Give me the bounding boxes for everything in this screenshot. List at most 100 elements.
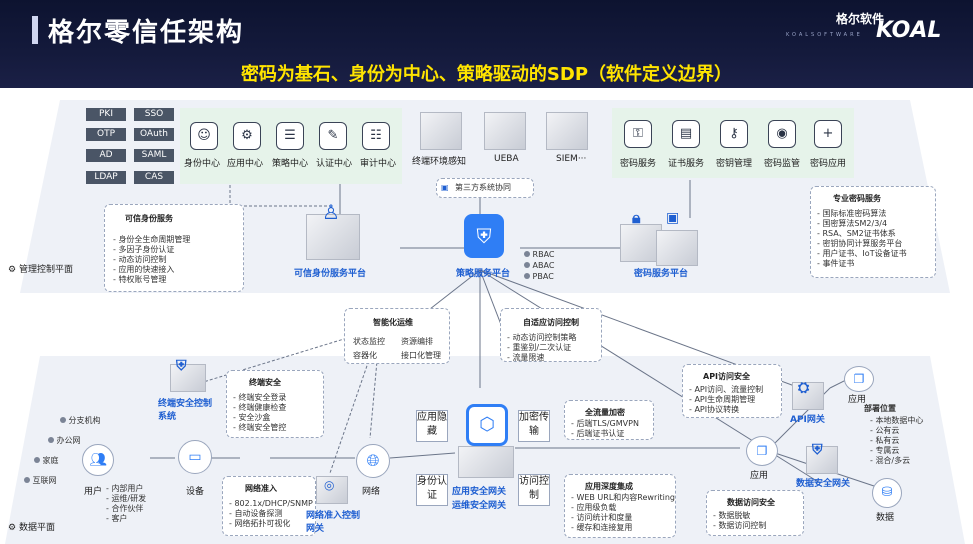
endpoint-item-2: - 终端健康检查 [233, 403, 287, 412]
app-integration-card: 应用深度集成 - WEB URL和内容Rewriting - 应用级负载 - 访… [564, 474, 676, 538]
data-access-card: 数据访问安全 - 数据脱敏 - 数据访问控制 [706, 490, 804, 536]
trusted-item-5: - 特权账号管理 [113, 275, 167, 284]
tag-pki: PKI [86, 108, 126, 121]
cert-service-icon: ▤ [672, 120, 700, 148]
trusted-item-3: - 动态访问控制 [113, 255, 167, 264]
ops-item-2: 资源编排 [401, 337, 433, 346]
ops-item-4: 接口化管理 [401, 351, 441, 360]
env-cube-ueba [484, 112, 526, 150]
netaccess-item-3: - 网络拓扑可视化 [229, 519, 291, 528]
app-item-2-text: 应用级负载 [576, 503, 617, 512]
deploy-item-4-text: 专属云 [875, 446, 900, 455]
title-accent [32, 16, 38, 44]
pro-crypto-card: 专业密码服务 - 国际标准密码算法 - 国密算法SM2/3/4 - RSA、SM… [810, 186, 936, 278]
data-gw-cube [806, 446, 838, 474]
api-gw-label: API网关 [790, 415, 825, 425]
pro-crypto-title: 专业密码服务 [833, 194, 881, 203]
crypto-supervision-label: 密码监管 [764, 159, 801, 169]
pro-item-1: - 国际标准密码算法 [817, 209, 887, 218]
database-label: 数据 [876, 513, 895, 523]
env-cube-siem [546, 112, 588, 150]
user-type-3-text: 合作伙伴 [111, 504, 144, 513]
crypto-app-icon: + [814, 120, 842, 148]
trusted-item-1: - 身份全生命周期管理 [113, 235, 191, 244]
crypto-platform-label: 密码服务平台 [634, 269, 689, 279]
pro-item-2-text: 国密算法SM2/3/4 [822, 219, 888, 228]
data-plane-text: 数据平面 [18, 523, 55, 533]
rbac-dot [524, 251, 530, 257]
netaccess-card: 网络准入 - 802.1x/DHCP/SNMP - 自动设备探测 - 网络拓扑可… [222, 476, 316, 536]
adaptive-item-3: - 流量限速 [507, 353, 545, 362]
trusted-identity-title: 可信身份服务 [125, 214, 173, 223]
pro-item-5: - 用户证书、IoT设备证书 [817, 249, 907, 258]
data-access-title: 数据访问安全 [727, 498, 775, 507]
env-cube-terminal [420, 112, 462, 150]
pro-item-6: - 事件证书 [817, 259, 855, 268]
gateway-cube [458, 446, 514, 478]
terminal-ctrl-icon: ⛨ [176, 358, 187, 374]
netaccess-item-3-text: 网络拓扑可视化 [234, 519, 291, 528]
app-cloud-label: 应用 [848, 395, 867, 405]
deploy-title: 部署位置 [864, 404, 896, 413]
identity-center-label: 身份中心 [184, 159, 221, 169]
crypto-service-label: 密码服务 [620, 159, 657, 169]
env-siem-label: SIEM··· [556, 154, 587, 164]
netaccess-item-1-text: 802.1x/DHCP/SNMP [234, 499, 313, 508]
api-gw-cube [792, 382, 824, 410]
ops-card: 智能化运维 状态监控 资源编排 容器化 接口化管理 [344, 308, 450, 364]
app-item-4-text: 缓存和连接复用 [576, 523, 633, 532]
tag-oauth: OAuth [134, 128, 174, 141]
endpoint-item-2-text: 终端健康检查 [238, 403, 287, 412]
adaptive-item-3-text: 流量限速 [512, 353, 545, 362]
endpoint-item-4: - 终端安全管控 [233, 423, 287, 432]
cert-service-label: 证书服务 [668, 159, 705, 169]
net-office-text: 办公网 [56, 436, 81, 445]
deploy-item-2-text: 公有云 [875, 426, 900, 435]
app-center-icon: ⚙ [233, 122, 261, 150]
brand-logo: KOAL [876, 18, 942, 43]
policy-pbac: PBAC [524, 272, 554, 282]
deploy-item-1: - 本地数据中心 [870, 416, 924, 425]
network-globe-icon: 🌐︎ [356, 444, 390, 478]
net-internet: 互联网 [24, 476, 57, 486]
endpoint-title: 终端安全 [249, 378, 281, 387]
deploy-item-1-text: 本地数据中心 [875, 416, 924, 425]
api-item-1: - API访问、流量控制 [689, 385, 764, 394]
crypto-supervision-icon: ◉ [768, 120, 796, 148]
deploy-item-3-text: 私有云 [875, 436, 900, 445]
user-type-2-text: 运维/研发 [111, 494, 147, 503]
app-item-4: - 缓存和连接复用 [571, 523, 633, 532]
key-mgmt-label: 密钥管理 [716, 159, 753, 169]
terminal-ctrl-cube [170, 364, 206, 392]
endpoint-item-3: - 安全沙盒 [233, 413, 271, 422]
deploy-item-5: - 混合/多云 [870, 456, 911, 465]
abac-dot [524, 262, 530, 268]
adaptive-title: 自适应访问控制 [523, 318, 579, 327]
third-party-label: 第三方系统协同 [455, 183, 511, 192]
pro-item-2: - 国密算法SM2/3/4 [817, 219, 888, 228]
data-item-1: - 数据脱敏 [713, 511, 751, 520]
netaccess-title: 网络准入 [245, 484, 277, 493]
data-item-2: - 数据访问控制 [713, 521, 767, 530]
data-plane-label: ⚙ 数据平面 [8, 520, 55, 533]
app-node-icon: ❐ [746, 436, 778, 466]
crypto-platform-cube-2 [656, 230, 698, 266]
trusted-identity-platform-label: 可信身份服务平台 [294, 269, 367, 279]
trusted-item-3-text: 动态访问控制 [118, 255, 167, 264]
netaccess-ctrl-label: 网络准入控制网关 [306, 511, 361, 534]
crypto-service-icon: ⚿ [624, 120, 652, 148]
trusted-item-4: - 应用的快速接入 [113, 265, 175, 274]
abac-label: ABAC [532, 261, 555, 270]
endpoint-item-4-text: 终端安全管控 [238, 423, 287, 432]
tag-sso: SSO [134, 108, 174, 121]
adaptive-item-2: - 重鉴别/二次认证 [507, 343, 572, 352]
deploy-item-3: - 私有云 [870, 436, 900, 445]
internet-dot [24, 477, 30, 483]
deploy-item-2: - 公有云 [870, 426, 900, 435]
crypto-app-label: 密码应用 [810, 159, 847, 169]
policy-center-icon: ☰ [276, 122, 304, 150]
app-cloud-icon: ❐ [844, 366, 874, 392]
adaptive-card: 自适应访问控制 - 动态访问控制策略 - 重鉴别/二次认证 - 流量限速 [500, 308, 602, 362]
user-type-1-text: 内部用户 [111, 484, 144, 493]
enc-item-1-text: 后端TLS/GMVPN [576, 419, 639, 428]
